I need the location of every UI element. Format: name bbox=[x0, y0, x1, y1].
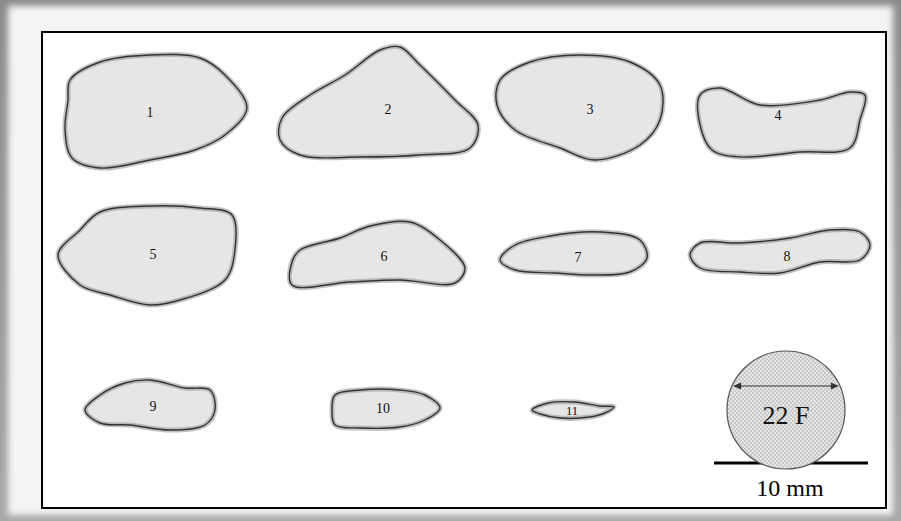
catheter-circle: 22 F bbox=[726, 350, 846, 470]
stone-number: 6 bbox=[381, 250, 388, 264]
stone-edge bbox=[500, 232, 647, 275]
stone-number: 4 bbox=[775, 109, 782, 123]
stone-number: 1 bbox=[147, 106, 154, 120]
stone-edge bbox=[58, 206, 236, 305]
figure-panel bbox=[42, 32, 886, 508]
stone-shadow bbox=[58, 206, 236, 305]
stone-edge bbox=[496, 55, 663, 160]
circle-fill bbox=[727, 351, 845, 469]
stone-number: 3 bbox=[587, 103, 594, 117]
arrow-head bbox=[831, 383, 839, 390]
stone-outline: 8 bbox=[684, 224, 876, 279]
stone-shadow bbox=[289, 221, 465, 288]
stone-number: 5 bbox=[150, 248, 157, 262]
scale-label: 10 mm bbox=[756, 476, 823, 500]
stone-edge bbox=[289, 221, 465, 288]
stone-outline: 4 bbox=[694, 82, 871, 163]
stone-edge bbox=[698, 88, 866, 157]
stone-outline: 7 bbox=[494, 226, 653, 281]
stone-shape bbox=[59, 49, 253, 174]
stone-shadow bbox=[85, 380, 215, 430]
stone-number: 7 bbox=[575, 251, 582, 265]
slide-ground bbox=[8, 6, 893, 515]
stone-shadow bbox=[690, 229, 870, 273]
stone-outline: 9 bbox=[79, 374, 221, 436]
stone-shadow bbox=[500, 232, 647, 275]
stone-edge bbox=[65, 54, 247, 168]
stone-shape bbox=[52, 200, 241, 311]
stone-shadow bbox=[332, 389, 440, 428]
stone-edge bbox=[279, 46, 479, 158]
stone-edge bbox=[85, 380, 215, 430]
size-label: 22 F bbox=[763, 403, 810, 429]
stone-number: 9 bbox=[150, 400, 157, 414]
stone-number: 8 bbox=[784, 250, 791, 264]
stone-shape bbox=[684, 224, 876, 279]
stone-shape bbox=[494, 226, 653, 281]
stone-shape bbox=[286, 216, 471, 291]
stone-shadow bbox=[532, 402, 614, 419]
stone-outline: 1 bbox=[59, 49, 253, 174]
stone-shadow bbox=[279, 46, 479, 158]
stone-outline: 5 bbox=[52, 200, 241, 311]
stone-outline: 3 bbox=[491, 49, 666, 166]
stone-edge bbox=[690, 229, 870, 273]
stone-outline: 11 bbox=[526, 396, 620, 424]
stone-outline: 6 bbox=[286, 216, 471, 291]
arrow-head bbox=[733, 383, 741, 390]
stone-edge bbox=[532, 402, 614, 419]
stone-number: 10 bbox=[376, 402, 390, 416]
stone-shadow bbox=[65, 54, 247, 168]
stone-edge bbox=[332, 389, 440, 428]
stone-shape bbox=[694, 82, 871, 163]
stone-outline: 10 bbox=[326, 384, 446, 434]
stone-number: 11 bbox=[566, 405, 578, 418]
stone-shape bbox=[274, 41, 484, 163]
diameter-line bbox=[735, 385, 837, 386]
stone-outline: 2 bbox=[274, 41, 484, 163]
stone-shape bbox=[491, 49, 666, 166]
stone-number: 2 bbox=[385, 103, 392, 117]
stone-shadow bbox=[496, 55, 663, 160]
stone-shadow bbox=[698, 88, 866, 157]
